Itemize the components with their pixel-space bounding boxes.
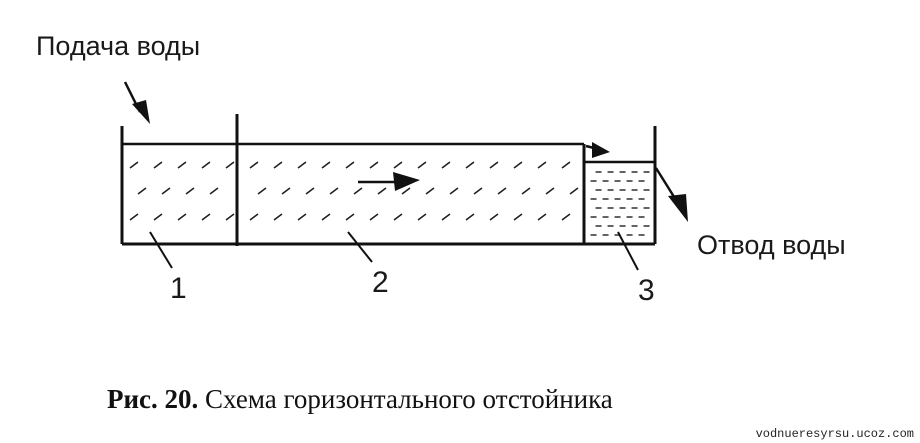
hatch-mark xyxy=(465,161,475,169)
hatch-mark xyxy=(369,213,379,221)
figure-caption: Рис. 20. Схема горизонтального отстойник… xyxy=(107,386,613,413)
inflow-label: Подача воды xyxy=(36,31,201,61)
hatch-mark xyxy=(537,161,547,169)
hatch-mark xyxy=(321,213,331,221)
arrow-down-right-icon xyxy=(654,167,688,222)
hatch-mark xyxy=(153,213,163,221)
water-hatching-main xyxy=(129,161,579,221)
hatch-mark xyxy=(497,187,507,195)
hatch-mark xyxy=(369,161,379,169)
hatch-mark xyxy=(489,213,499,221)
figure-caption-label: Рис. 20. xyxy=(107,384,199,414)
hatch-mark xyxy=(129,213,139,221)
hatch-mark xyxy=(513,213,523,221)
hatch-mark xyxy=(353,187,363,195)
hatch-mark xyxy=(561,161,571,169)
hatch-mark xyxy=(257,187,267,195)
section-number-3: 3 xyxy=(638,274,655,307)
hatch-mark xyxy=(465,213,475,221)
hatch-mark xyxy=(417,213,427,221)
hatch-mark xyxy=(377,187,387,195)
section-number-1: 1 xyxy=(170,272,187,305)
hatch-mark xyxy=(273,161,283,169)
hatch-mark xyxy=(537,213,547,221)
hatch-mark xyxy=(201,213,211,221)
hatch-mark xyxy=(129,161,139,169)
hatch-mark xyxy=(185,187,195,195)
leader-lines xyxy=(149,231,639,271)
leader-1 xyxy=(149,231,173,269)
site-watermark: vodnueresyrsu.ucoz.com xyxy=(755,427,914,441)
hatch-mark xyxy=(225,213,235,221)
hatch-mark xyxy=(281,187,291,195)
water-surfaces xyxy=(122,142,655,164)
hatch-mark xyxy=(393,213,403,221)
hatch-mark xyxy=(305,187,315,195)
hatch-mark xyxy=(329,187,339,195)
hatch-mark xyxy=(161,187,171,195)
hatch-mark xyxy=(473,187,483,195)
hatch-mark xyxy=(441,161,451,169)
arrow-down-right-icon xyxy=(123,81,150,124)
hatch-mark xyxy=(425,187,435,195)
outflow-label: Отвод воды xyxy=(697,230,846,260)
hatch-mark xyxy=(249,213,259,221)
water-hatching-outlet xyxy=(590,171,650,236)
tank-walls xyxy=(120,126,657,246)
hatch-mark xyxy=(441,213,451,221)
figure-caption-text: Схема горизонтального отстойника xyxy=(205,384,613,414)
hatch-mark xyxy=(489,161,499,169)
hatch-mark xyxy=(249,161,259,169)
hatch-mark xyxy=(345,213,355,221)
hatch-mark xyxy=(209,187,219,195)
hatch-mark xyxy=(177,213,187,221)
hatch-mark xyxy=(177,161,187,169)
hatch-mark xyxy=(297,161,307,169)
hatch-mark xyxy=(545,187,555,195)
hatch-mark xyxy=(401,187,411,195)
hatch-mark xyxy=(569,187,579,195)
hatch-mark xyxy=(393,161,403,169)
hatch-mark xyxy=(273,213,283,221)
hatch-mark xyxy=(153,161,163,169)
hatch-mark xyxy=(449,187,459,195)
hatch-mark xyxy=(225,161,235,169)
section-number-2: 2 xyxy=(372,266,389,299)
hatch-mark xyxy=(561,213,571,221)
partitions xyxy=(235,114,586,246)
hatch-mark xyxy=(137,187,147,195)
hatch-mark xyxy=(297,213,307,221)
hatch-mark xyxy=(345,161,355,169)
hatch-mark xyxy=(321,161,331,169)
hatch-mark xyxy=(201,161,211,169)
leader-3 xyxy=(617,231,639,271)
overflow-arrow xyxy=(585,142,610,158)
hatch-mark xyxy=(417,161,427,169)
arrow-right-icon xyxy=(358,172,420,191)
leader-2 xyxy=(347,231,373,263)
hatch-mark xyxy=(513,161,523,169)
hatch-mark xyxy=(521,187,531,195)
